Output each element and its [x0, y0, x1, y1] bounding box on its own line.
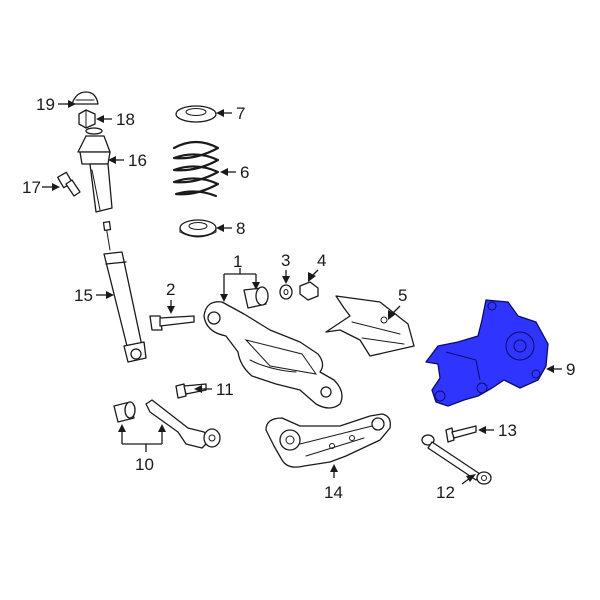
part-15-shock-absorber[interactable]	[102, 220, 147, 363]
callout-label-11: 11	[216, 380, 234, 399]
part-7-upper-spring-seat[interactable]	[175, 105, 217, 123]
callout-label-19: 19	[36, 95, 55, 114]
part-6-coil-spring[interactable]	[172, 140, 220, 198]
callout-label-6: 6	[240, 163, 249, 182]
callout-label-10: 10	[135, 455, 154, 474]
callout-7: 7	[216, 104, 245, 123]
callout-6: 6	[220, 163, 249, 182]
part-13-bolt[interactable]	[445, 425, 477, 443]
part-9-knuckle-highlighted[interactable]	[425, 299, 549, 407]
trailing-arm[interactable]	[203, 301, 343, 409]
part-1-bushing[interactable]	[243, 286, 269, 309]
callout-label-5: 5	[398, 286, 407, 305]
callout-1: 1	[220, 252, 260, 302]
callout-18: 18	[96, 110, 135, 129]
callout-13: 13	[478, 421, 517, 440]
callout-label-17: 17	[22, 178, 41, 197]
part-12-toe-link[interactable]	[421, 434, 492, 485]
callout-17: 17	[22, 178, 60, 197]
part-16-shock-upper[interactable]	[77, 127, 113, 213]
callout-label-9: 9	[566, 360, 575, 379]
callout-label-3: 3	[281, 251, 290, 270]
callout-10: 10	[118, 424, 166, 474]
callout-2: 2	[166, 280, 175, 314]
callout-label-12: 12	[436, 483, 455, 502]
callout-label-15: 15	[74, 286, 93, 305]
callout-label-1: 1	[233, 252, 242, 271]
callout-label-16: 16	[128, 151, 147, 170]
callout-label-14: 14	[324, 483, 343, 502]
callout-14: 14	[324, 464, 343, 502]
part-2-bolt[interactable]	[149, 315, 195, 331]
callout-5: 5	[388, 286, 407, 320]
callout-label-4: 4	[317, 251, 326, 270]
callout-19: 19	[36, 95, 76, 114]
part-3-washer[interactable]	[279, 284, 293, 300]
callout-8: 8	[216, 219, 245, 238]
part-4-nut[interactable]	[299, 281, 319, 301]
callout-11: 11	[194, 380, 234, 399]
callout-12: 12	[436, 474, 476, 502]
callout-4: 4	[308, 251, 326, 282]
callout-15: 15	[74, 286, 114, 305]
part-5-shield-bracket[interactable]	[325, 295, 415, 357]
part-14-lower-control-arm[interactable]	[265, 413, 391, 468]
callout-label-13: 13	[498, 421, 517, 440]
callout-label-18: 18	[116, 110, 135, 129]
callout-3: 3	[281, 251, 290, 284]
callout-label-8: 8	[236, 219, 245, 238]
callout-label-7: 7	[236, 104, 245, 123]
callout-9: 9	[546, 360, 575, 379]
part-18-nut[interactable]	[78, 109, 96, 129]
part-8-lower-spring-seat[interactable]	[179, 219, 217, 238]
part-19-cap[interactable]	[71, 91, 99, 105]
callout-16: 16	[108, 151, 147, 170]
callout-label-2: 2	[166, 280, 175, 299]
part-17-bolt[interactable]	[57, 171, 81, 197]
part-10-lower-link[interactable]	[113, 399, 221, 449]
